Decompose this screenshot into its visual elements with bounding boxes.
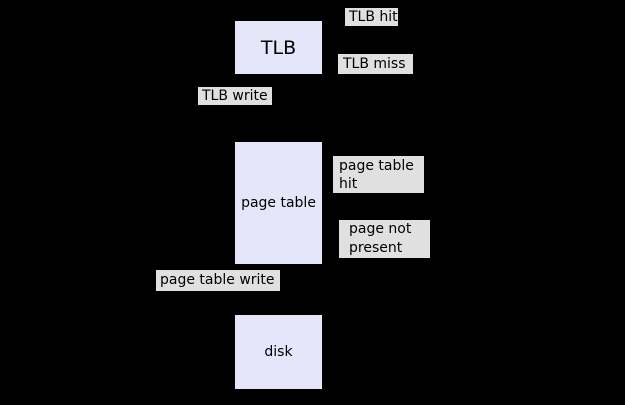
edge-label-page-not-present: page not present [339, 220, 430, 258]
edge-label-tlb-miss: TLB miss [338, 54, 413, 74]
tlb-node-label: TLB [260, 36, 297, 59]
disk-node-label: disk [264, 344, 293, 360]
edge-label-tlb-hit: TLB hit [345, 8, 398, 26]
page-table-node: page table [234, 141, 323, 265]
page-table-node-label: page table [241, 195, 316, 211]
edge-label-page-table-hit: page table hit [333, 156, 424, 193]
tlb-node: TLB [234, 20, 323, 75]
disk-node: disk [234, 314, 323, 390]
edge-label-tlb-write: TLB write [198, 87, 272, 105]
edge-label-page-table-write: page table write [156, 270, 280, 291]
